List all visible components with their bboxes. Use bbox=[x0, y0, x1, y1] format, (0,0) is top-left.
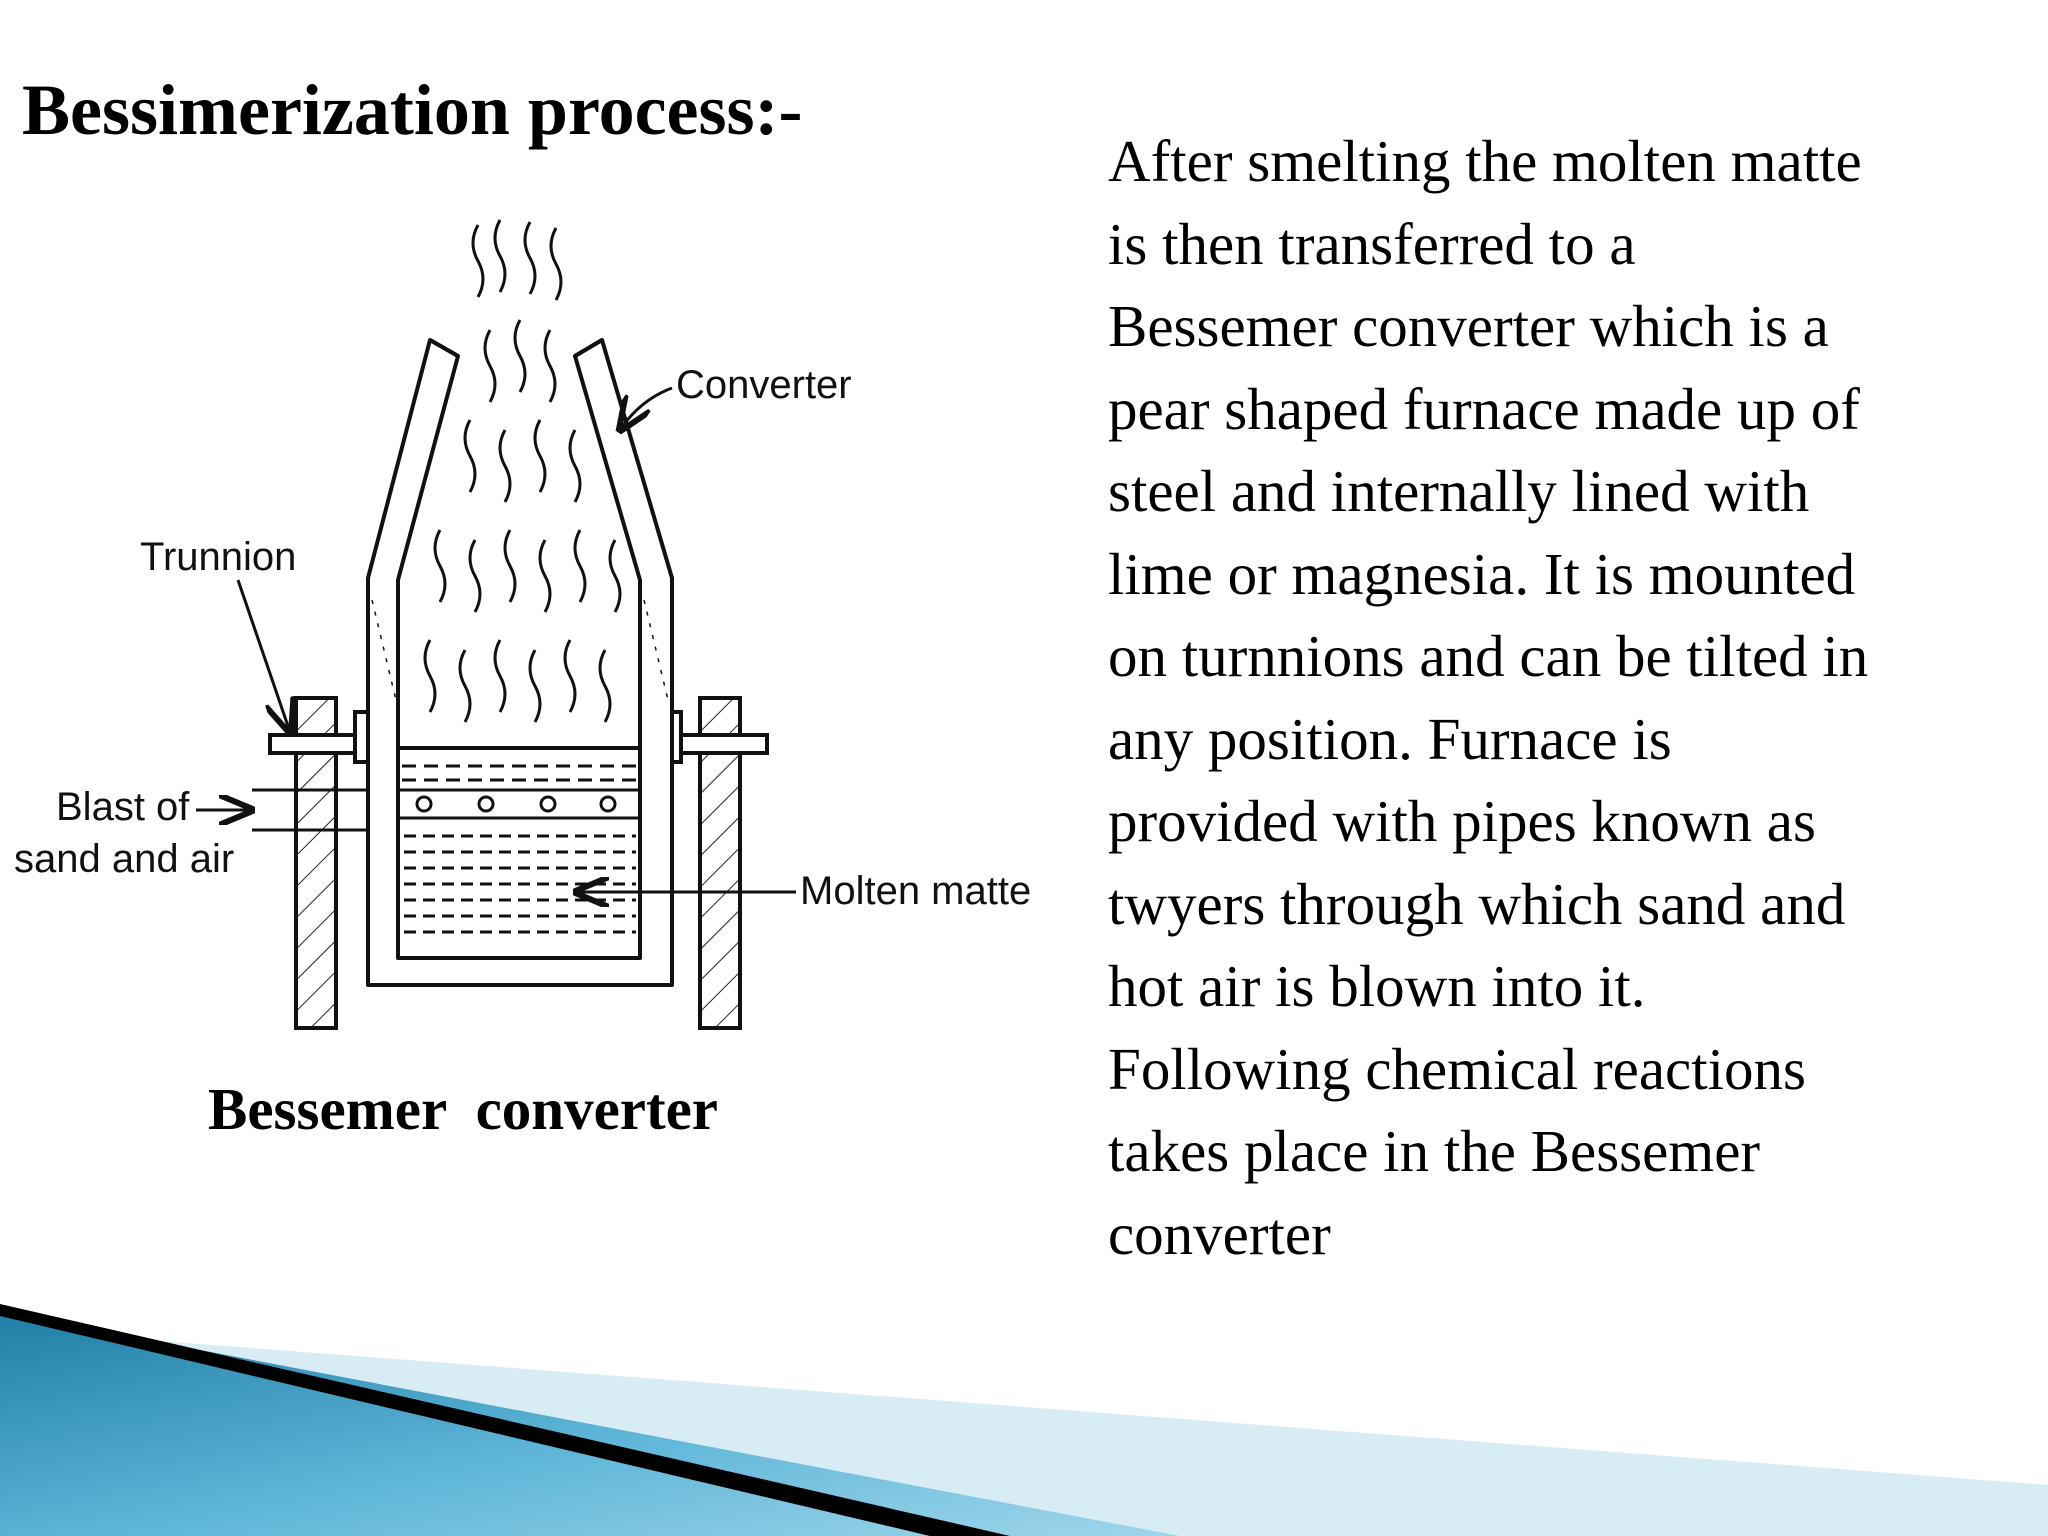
body-line: Following chemical reactions bbox=[1108, 1035, 1806, 1102]
body-text: After smelting the molten matte is then … bbox=[1108, 120, 2038, 1275]
body-line: steel and internally lined with bbox=[1108, 458, 1810, 524]
diagram-caption: Bessemer converter bbox=[208, 1076, 718, 1142]
slide-title: Bessimerization process:- bbox=[22, 70, 803, 150]
body-line: converter bbox=[1108, 1200, 1331, 1267]
body-line: any position. Furnace is bbox=[1108, 705, 1672, 772]
label-trunnion: Trunnion bbox=[140, 535, 296, 579]
converter-leader bbox=[620, 386, 673, 430]
flame-lines bbox=[423, 219, 622, 723]
body-line: pear shaped furnace made up of bbox=[1108, 375, 1860, 442]
body-line: on turnnions and can be tilted in bbox=[1108, 623, 1869, 689]
body-line: After smelting the molten matte bbox=[1108, 128, 1862, 194]
label-blast-line1: Blast of bbox=[56, 785, 190, 829]
molten-matte-bath bbox=[398, 746, 640, 934]
label-converter: Converter bbox=[676, 363, 852, 407]
trunnion-leader bbox=[236, 579, 290, 732]
body-line: Bessemer converter which is a bbox=[1108, 293, 1829, 359]
label-molten-matte: Molten matte bbox=[800, 869, 1031, 913]
converter-vessel bbox=[366, 338, 674, 987]
bessemer-converter-diagram: Converter Trunnion Blast of sand and air… bbox=[14, 219, 1031, 1030]
decorative-swoosh bbox=[0, 1304, 2048, 1536]
body-line: is then transferred to a bbox=[1108, 210, 1636, 277]
swoosh-black bbox=[0, 1304, 1010, 1536]
tuyeres bbox=[415, 795, 617, 813]
body-line: twyers through which sand and bbox=[1108, 870, 1846, 937]
label-blast-line2: sand and air bbox=[14, 837, 234, 881]
body-line: lime or magnesia. It is mounted bbox=[1108, 540, 1856, 607]
trunnion-post-right bbox=[665, 696, 769, 1030]
swoosh-blue bbox=[0, 1312, 1180, 1536]
body-line: hot air is blown into it. bbox=[1108, 953, 1646, 1019]
body-line: takes place in the Bessemer bbox=[1108, 1118, 1761, 1184]
body-line: provided with pipes known as bbox=[1108, 788, 1816, 854]
trunnion-post-left bbox=[268, 696, 371, 1030]
